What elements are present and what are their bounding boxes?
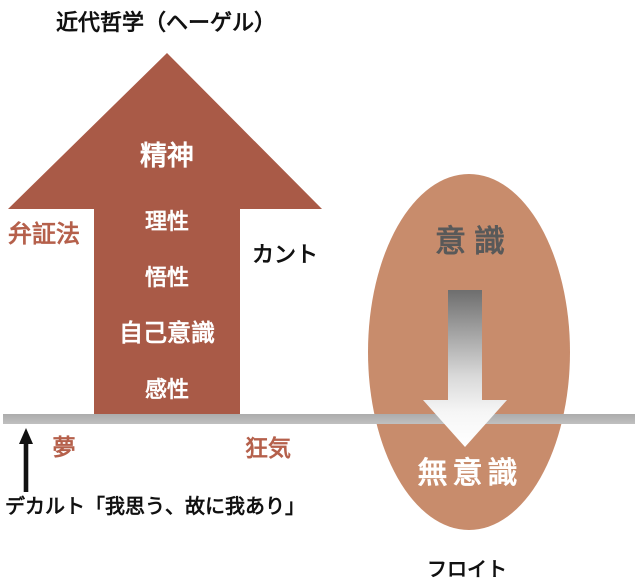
hegel-level-understanding: 悟性 [144, 265, 190, 290]
freud-caption: フロイト [427, 559, 507, 581]
descartes-quote: デカルト「我思う、故に我あり」 [5, 496, 305, 518]
hegel-level-sensibility: 感性 [144, 377, 190, 402]
conscious-label: 意識 [435, 224, 513, 259]
consciousness-down-arrow-shape [423, 290, 507, 447]
dialectic-label: 弁証法 [8, 221, 80, 248]
hegel-level-self-consciousness: 自己意識 [119, 320, 215, 347]
dream-label: 夢 [52, 434, 76, 460]
kant-label: カント [252, 242, 319, 267]
unconscious-label: 無意識 [417, 457, 523, 490]
hegel-level-spirit: 精神 [140, 141, 194, 171]
divider-line [3, 414, 635, 424]
hegel-up-arrow-shape [8, 53, 322, 414]
hegel-level-reason: 理性 [144, 209, 190, 234]
madness-label: 狂気 [245, 435, 291, 461]
page-title: 近代哲学（ヘーゲル） [55, 10, 277, 35]
descartes-up-arrow-shape [19, 428, 33, 492]
